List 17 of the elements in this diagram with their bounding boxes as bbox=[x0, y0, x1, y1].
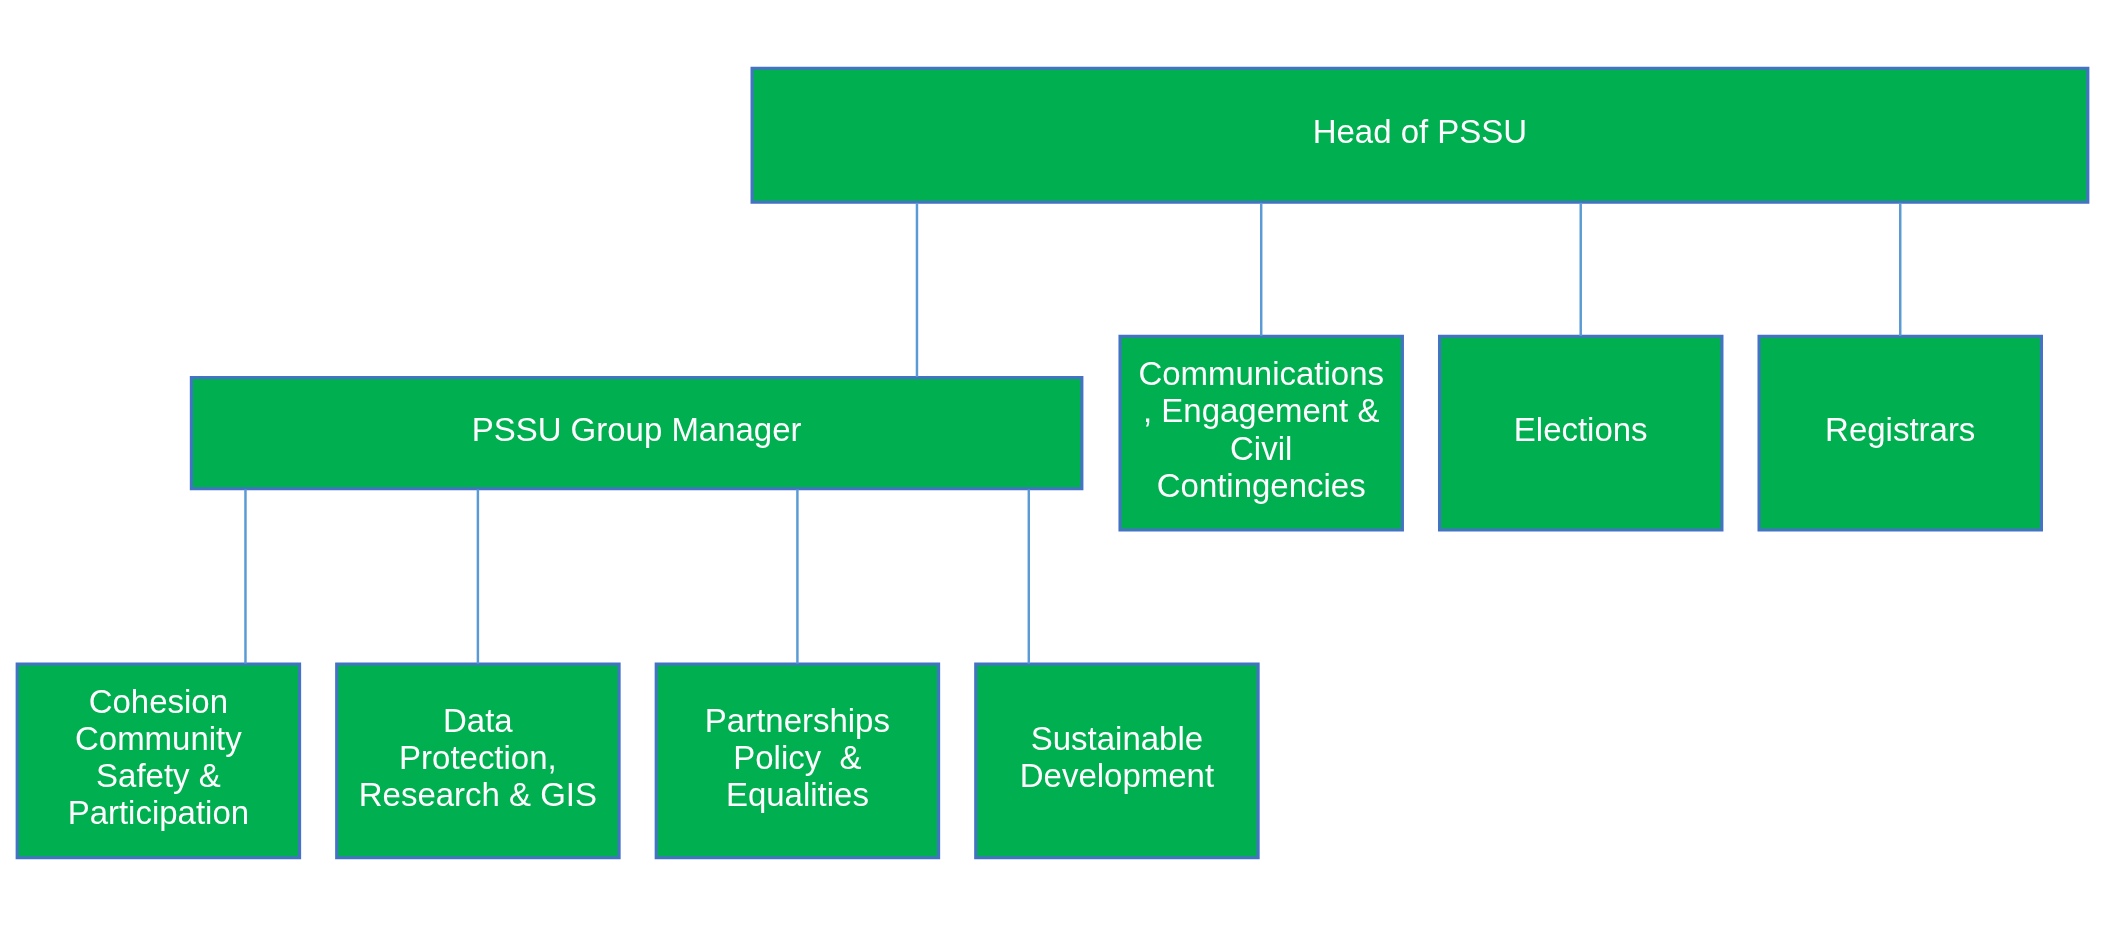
connector bbox=[915, 202, 919, 377]
node-box: Head of PSSU bbox=[750, 66, 2090, 204]
node-box: Communications, Engagement & Civil Contingencies bbox=[1118, 334, 1404, 532]
node-box: PSSU Group Manager bbox=[189, 375, 1084, 490]
node-box: Partnerships Policy & Equalities bbox=[654, 661, 941, 859]
node-box: Registrars bbox=[1757, 334, 2043, 532]
connector bbox=[1259, 202, 1263, 336]
node-box: Data Protection, Research & GIS bbox=[335, 661, 621, 859]
connector bbox=[1899, 202, 1902, 336]
node-box: Sustainable Development bbox=[974, 661, 1260, 859]
connector bbox=[1579, 202, 1582, 336]
connector bbox=[1027, 488, 1031, 664]
connector bbox=[476, 488, 480, 664]
node-box: Elections bbox=[1437, 334, 1724, 532]
connector bbox=[244, 488, 247, 664]
node-box: Cohesion Community Safety & Participation bbox=[15, 661, 302, 859]
connector bbox=[796, 488, 799, 664]
